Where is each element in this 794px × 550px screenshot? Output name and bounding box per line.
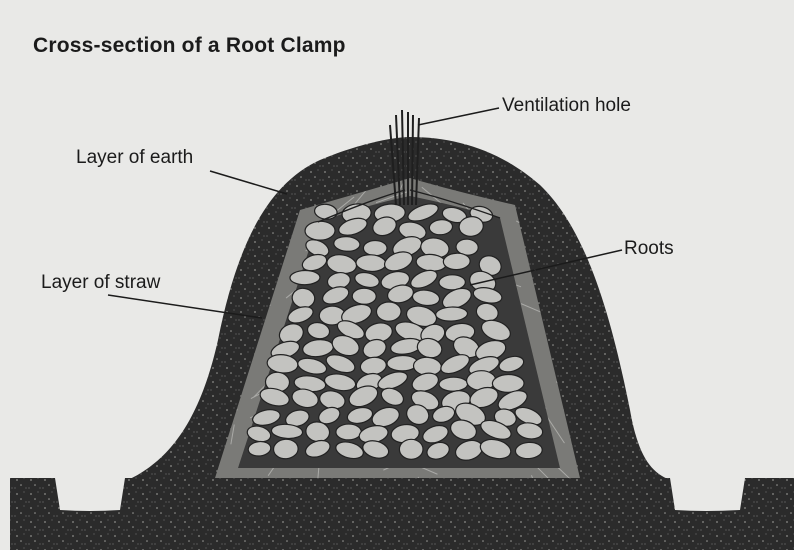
straw-strand <box>233 196 240 223</box>
straw-strand <box>580 181 601 198</box>
root-vegetable <box>443 253 470 270</box>
root-vegetable <box>387 355 418 371</box>
root-vegetable <box>363 241 387 256</box>
layer-of-straw-label: Layer of straw <box>41 272 160 294</box>
straw-strand <box>223 230 244 257</box>
straw-strand <box>200 311 211 326</box>
straw-strand <box>208 259 222 273</box>
root-vegetable <box>290 270 320 285</box>
root-vegetable <box>305 221 335 240</box>
figure-title: Cross-section of a Root Clamp <box>33 34 346 58</box>
layer-of-earth-label: Layer of earth <box>76 147 193 169</box>
root-vegetable <box>336 424 362 440</box>
root-vegetable <box>399 439 423 459</box>
root-vegetable <box>439 377 468 391</box>
straw-strand <box>253 159 289 184</box>
straw-strand <box>205 226 211 253</box>
earth-leader-line <box>210 171 287 194</box>
ground-soil <box>10 478 794 550</box>
root-vegetable <box>352 288 376 304</box>
ventilation-leader-line <box>418 108 499 125</box>
root-vegetable <box>492 374 524 392</box>
straw-strand <box>228 193 235 228</box>
roots-label: Roots <box>624 238 674 260</box>
straw-strand <box>210 203 241 227</box>
root-vegetable <box>439 275 466 290</box>
root-vegetable <box>376 302 401 322</box>
ventilation-hole-label: Ventilation hole <box>502 95 631 117</box>
